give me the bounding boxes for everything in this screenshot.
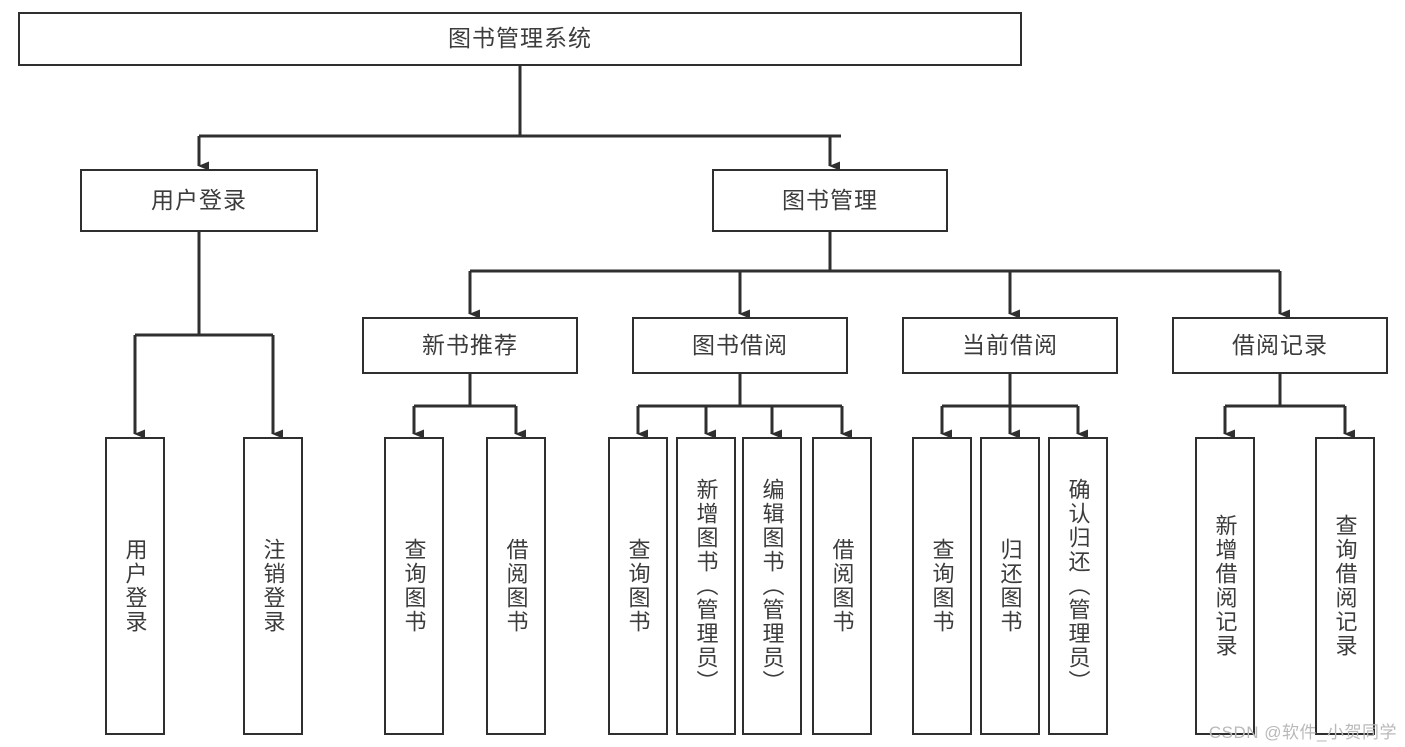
node-user-login[interactable]: 用户登录 xyxy=(80,169,318,232)
leaf-logout[interactable]: 注销登录 xyxy=(243,437,303,735)
node-label: 借阅图书 xyxy=(829,538,855,634)
node-label: 归还图书 xyxy=(997,538,1023,634)
node-label: 查询图书 xyxy=(401,538,427,634)
node-label: 图书管理系统 xyxy=(448,25,592,52)
node-label: 注销登录 xyxy=(260,538,286,634)
leaf-query-borrow-record[interactable]: 查询借阅记录 xyxy=(1315,437,1375,735)
leaf-confirm-return-admin[interactable]: 确认归还（管理员） xyxy=(1048,437,1108,735)
node-label: 新增借阅记录 xyxy=(1212,514,1238,658)
node-borrow-record[interactable]: 借阅记录 xyxy=(1172,317,1388,374)
leaf-add-borrow-record[interactable]: 新增借阅记录 xyxy=(1195,437,1255,735)
leaf-query-book-recommend[interactable]: 查询图书 xyxy=(384,437,444,735)
node-label: 图书管理 xyxy=(782,186,878,213)
node-new-book-recommend[interactable]: 新书推荐 xyxy=(362,317,578,374)
node-current-borrow[interactable]: 当前借阅 xyxy=(902,317,1118,374)
node-label: 编辑图书（管理员） xyxy=(759,478,785,694)
node-label: 确认归还（管理员） xyxy=(1065,478,1091,694)
leaf-borrow-book[interactable]: 借阅图书 xyxy=(812,437,872,735)
leaf-query-book-borrow[interactable]: 查询图书 xyxy=(608,437,668,735)
node-label: 查询图书 xyxy=(929,538,955,634)
node-label: 查询图书 xyxy=(625,538,651,634)
node-label: 用户登录 xyxy=(151,186,247,213)
node-book-borrow[interactable]: 图书借阅 xyxy=(632,317,848,374)
leaf-edit-book-admin[interactable]: 编辑图书（管理员） xyxy=(742,437,802,735)
node-label: 用户登录 xyxy=(122,538,148,634)
node-label: 借阅图书 xyxy=(503,538,529,634)
node-root-system[interactable]: 图书管理系统 xyxy=(18,12,1022,66)
node-label: 借阅记录 xyxy=(1232,331,1328,358)
node-book-management[interactable]: 图书管理 xyxy=(712,169,948,232)
leaf-query-book-current[interactable]: 查询图书 xyxy=(912,437,972,735)
node-label: 图书借阅 xyxy=(692,331,788,358)
leaf-borrow-book-recommend[interactable]: 借阅图书 xyxy=(486,437,546,735)
node-label: 新增图书（管理员） xyxy=(693,478,719,694)
leaf-add-book-admin[interactable]: 新增图书（管理员） xyxy=(676,437,736,735)
node-label: 新书推荐 xyxy=(422,331,518,358)
leaf-user-login[interactable]: 用户登录 xyxy=(105,437,165,735)
node-label: 查询借阅记录 xyxy=(1332,514,1358,658)
leaf-return-book[interactable]: 归还图书 xyxy=(980,437,1040,735)
node-label: 当前借阅 xyxy=(962,331,1058,358)
